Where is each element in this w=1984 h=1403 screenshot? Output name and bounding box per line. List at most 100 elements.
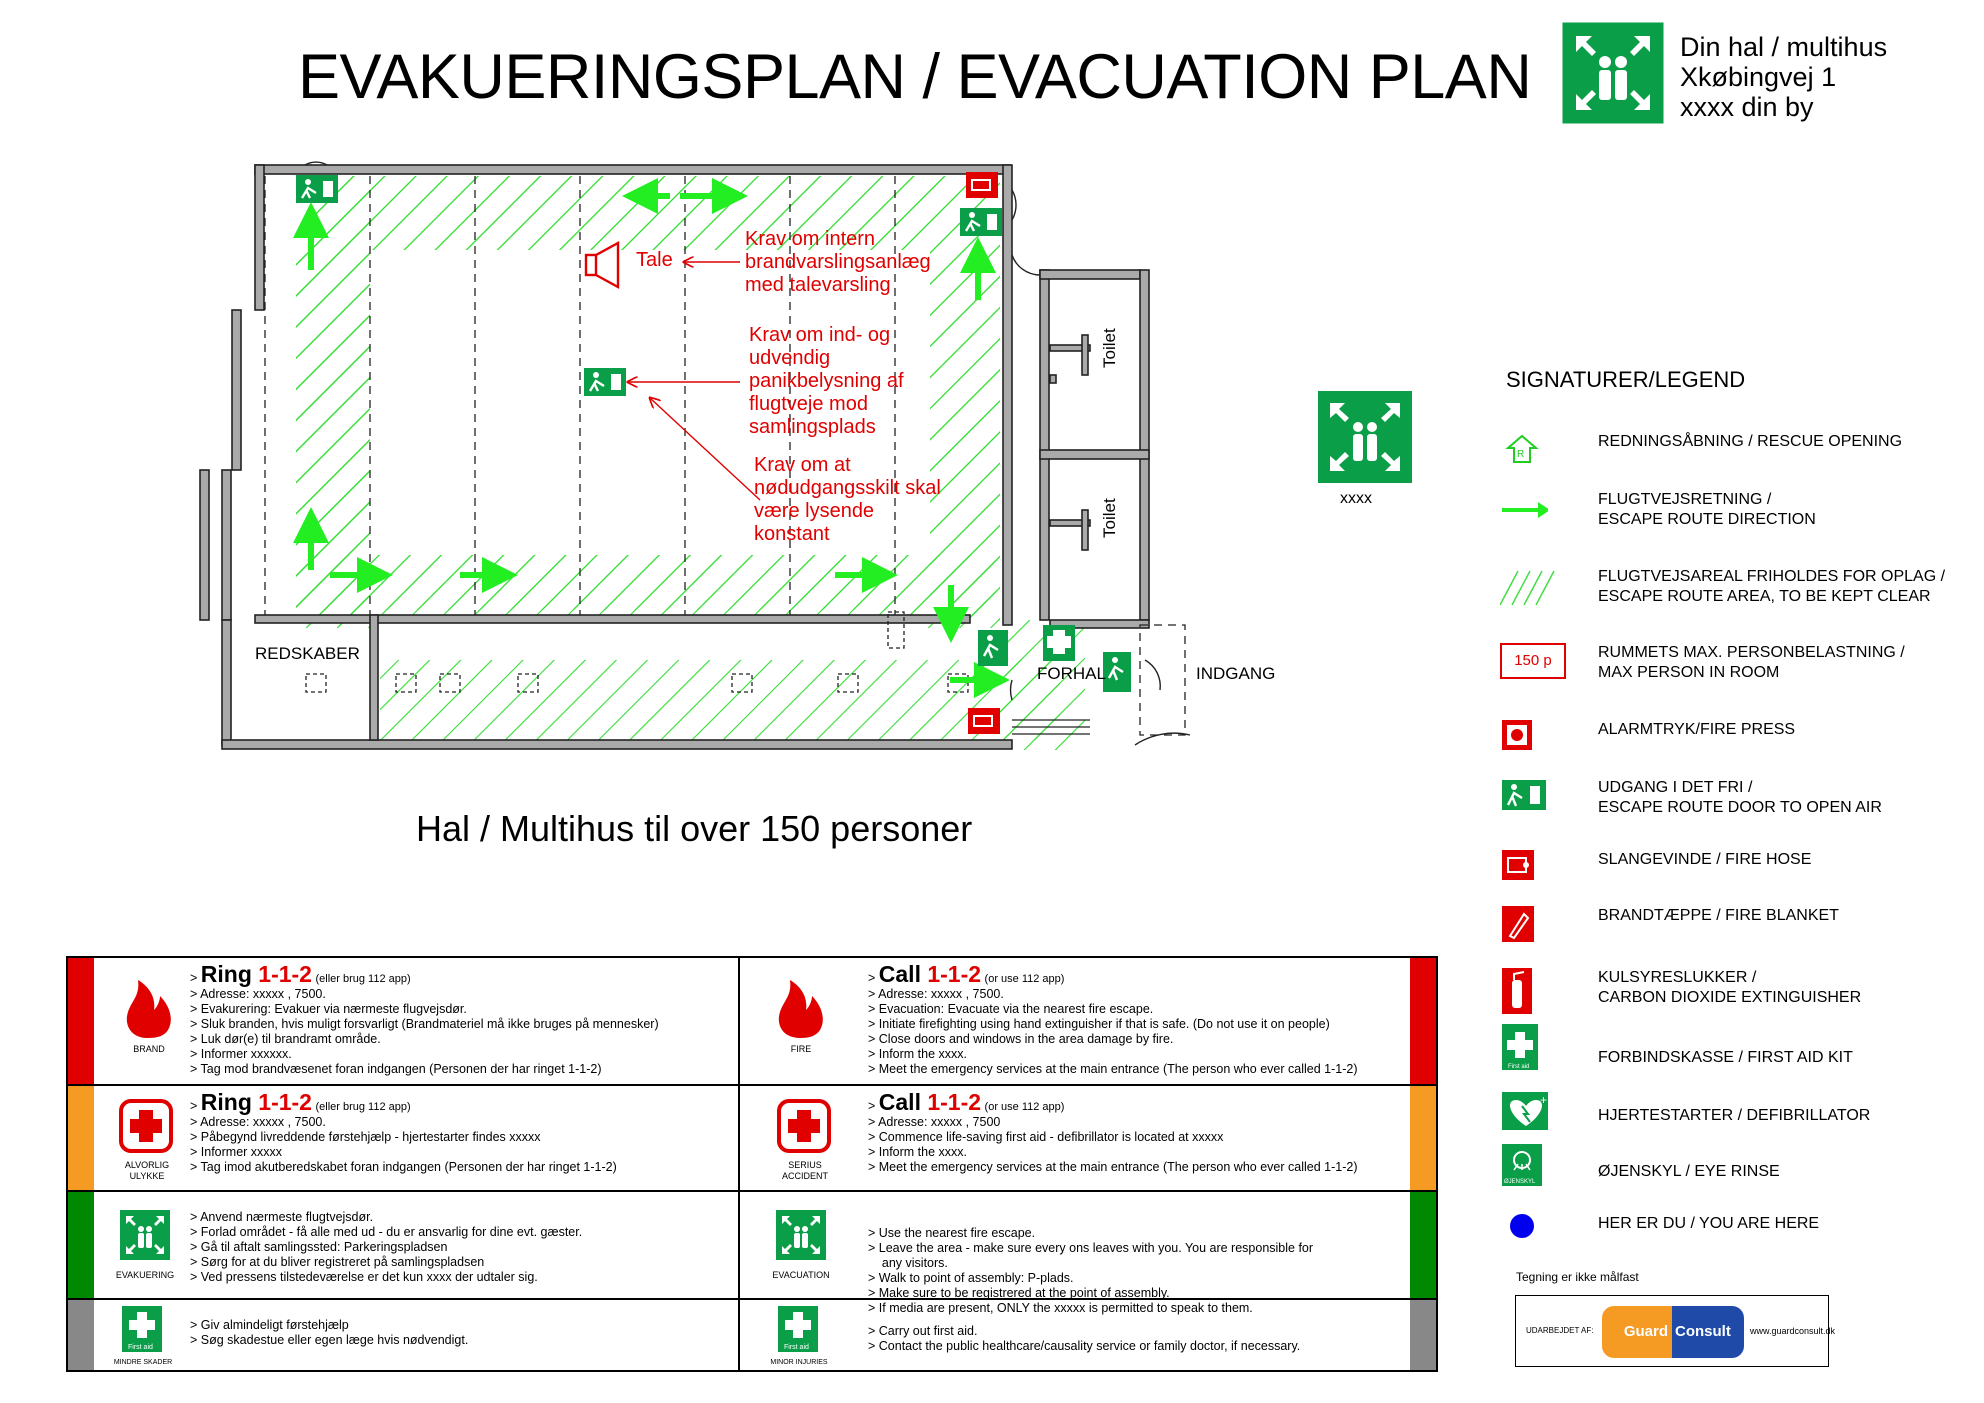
- legend-item: SLANGEVINDE / FIRE HOSE: [1500, 850, 1980, 900]
- icon-label: FIRE: [790, 1044, 812, 1054]
- fire-row: BRAND > Ring 1-1-2 (eller brug 112 app) …: [68, 958, 1436, 1086]
- fire-blanket-icon: [1502, 906, 1534, 942]
- legend-item: ALARMTRYK/FIRE PRESS: [1500, 720, 1980, 770]
- eye-rinse-icon: ØJENSKYL: [1502, 1144, 1542, 1186]
- fire-hose-icon: [966, 172, 998, 198]
- evacuation-row: EVAKUERING > Anvend nærmeste flugtvejsdø…: [68, 1192, 1436, 1315]
- icon-label: EVACUATION: [772, 1270, 830, 1280]
- legend-item: KULSYRESLUKKER / CARBON DIOXIDE EXTINGUI…: [1500, 968, 1980, 1018]
- legend-item: + HJERTESTARTER / DEFIBRILLATOR: [1500, 1092, 1980, 1142]
- defibrillator-icon: +: [1502, 1092, 1548, 1130]
- logo-part-a: Guard: [1602, 1306, 1672, 1358]
- escape-arrows: [293, 178, 1010, 698]
- room-label: FORHAL: [1037, 664, 1106, 683]
- color-bar: [68, 958, 94, 1084]
- first-aid-icon: [1043, 625, 1075, 661]
- room-label: REDSKABER: [255, 644, 360, 663]
- danish-cell: BRAND > Ring 1-1-2 (eller brug 112 app) …: [68, 958, 740, 1084]
- legend-text: HJERTESTARTER / DEFIBRILLATOR: [1598, 1107, 1871, 1124]
- svg-text:ØJENSKYL: ØJENSKYL: [1504, 1179, 1536, 1185]
- assembly-point-icon: [1318, 391, 1412, 483]
- instruction-text: > Ring 1-1-2 (eller brug 112 app) > Adre…: [190, 961, 659, 1076]
- instruction-text: > Anvend nærmeste flugtvejsdør.> Forlad …: [190, 1210, 583, 1284]
- accident-row: ALVORLIG ULYKKE > Ring 1-1-2 (eller brug…: [68, 1086, 1436, 1192]
- color-bar: [68, 1300, 94, 1370]
- icon-label: SERIUS ACCIDENT: [781, 1160, 828, 1181]
- max-person-icon: 150 p: [1500, 643, 1566, 679]
- legend-text: SLANGEVINDE / FIRE HOSE: [1598, 851, 1812, 868]
- fire-alarm-icon: [1502, 720, 1532, 750]
- fire-hose-icon: [968, 708, 1000, 734]
- danish-cell: EVAKUERING > Anvend nærmeste flugtvejsdø…: [68, 1192, 740, 1298]
- exit-door-icon: [978, 630, 1008, 666]
- english-cell: EVACUATION > Use the nearest fire escape…: [740, 1192, 1436, 1315]
- legend-item: First aid FORBINDSKASSE / FIRST AID KIT: [1500, 1024, 1980, 1074]
- legend-text: KULSYRESLUKKER / CARBON DIOXIDE EXTINGUI…: [1598, 969, 1862, 1006]
- website-link[interactable]: www.guardconsult.dk: [1750, 1326, 1836, 1336]
- svg-text:R: R: [1517, 449, 1524, 460]
- legend-item: UDGANG I DET FRI / ESCAPE ROUTE DOOR TO …: [1500, 778, 1980, 828]
- color-bar: [1410, 1086, 1436, 1190]
- first-aid-icon: First aid: [1502, 1024, 1538, 1070]
- exit-door-icon: [1103, 652, 1131, 692]
- address-block: Din hal / multihus Xkøbingvej 1 xxxx din…: [1680, 32, 1887, 122]
- icon-label: MINOR INJURIES: [770, 1359, 828, 1366]
- annotation-note: Krav om at nødudgangsskilt skal være lys…: [754, 454, 941, 545]
- emergency-instructions-table: BRAND > Ring 1-1-2 (eller brug 112 app) …: [66, 956, 1438, 1372]
- legend-text: FORBINDSKASSE / FIRST AID KIT: [1598, 1049, 1853, 1066]
- minor-injuries-row: First aid MINDRE SKADER > Giv almindelig…: [68, 1300, 1436, 1370]
- danish-cell: ALVORLIG ULYKKE > Ring 1-1-2 (eller brug…: [68, 1086, 740, 1190]
- room-label: INDGANG: [1196, 664, 1276, 683]
- hatch-icon: [1500, 570, 1555, 606]
- icon-label: ALVORLIG ULYKKE: [124, 1160, 170, 1181]
- tale-label: Tale: [636, 249, 673, 271]
- legend-text: REDNINGSÅBNING / RESCUE OPENING: [1598, 433, 1903, 450]
- legend-text: ALARMTRYK/FIRE PRESS: [1598, 721, 1796, 738]
- legend-item: 150 p RUMMETS MAX. PERSONBELASTNING / MA…: [1500, 643, 1980, 693]
- color-bar: [1410, 1300, 1436, 1370]
- fire-icon: [778, 980, 823, 1038]
- instruction-text: > Carry out first aid.> Contact the publ…: [868, 1324, 1301, 1353]
- danish-cell: First aid MINDRE SKADER > Giv almindelig…: [68, 1300, 740, 1370]
- extinguisher-icon: [1502, 968, 1532, 1014]
- legend-item: FLUGTVEJSRETNING / ESCAPE ROUTE DIRECTIO…: [1500, 490, 1980, 540]
- exit-door-icon: [960, 208, 1002, 236]
- english-cell: FIRE > Call 1-1-2 (or use 112 app) > Adr…: [740, 958, 1436, 1084]
- legend-text: FLUGTVEJSRETNING / ESCAPE ROUTE DIRECTIO…: [1598, 491, 1816, 528]
- fire-hose-icon: [1502, 850, 1534, 880]
- exit-door-icon: [1502, 780, 1546, 810]
- assembly-point-label: xxxx: [1340, 490, 1372, 507]
- rescue-opening-icon: R: [1505, 434, 1539, 463]
- made-by-label: UDARBEJDET AF:: [1526, 1326, 1594, 1335]
- address-line: xxxx din by: [1680, 92, 1814, 122]
- color-bar: [1410, 958, 1436, 1084]
- legend-item: BRANDTÆPPE / FIRE BLANKET: [1500, 906, 1980, 956]
- assembly-point-icon: [120, 1210, 170, 1260]
- legend-text: UDGANG I DET FRI / ESCAPE ROUTE DOOR TO …: [1598, 779, 1882, 816]
- icon-label: EVAKUERING: [115, 1270, 175, 1280]
- first-aid-icon: First aid: [778, 1306, 818, 1352]
- english-cell: First aid MINOR INJURIES > Carry out fir…: [740, 1300, 1436, 1370]
- icon-label: MINDRE SKADER: [113, 1359, 173, 1366]
- room-label: Toilet: [1100, 328, 1119, 368]
- medical-cross-icon: [119, 1099, 173, 1153]
- legend-text: RUMMETS MAX. PERSONBELASTNING / MAX PERS…: [1598, 644, 1905, 681]
- legend-item: ØJENSKYL ØJENSKYL / EYE RINSE: [1500, 1144, 1980, 1194]
- svg-text:First aid: First aid: [1508, 1064, 1529, 1070]
- svg-text:+: +: [1540, 1093, 1547, 1107]
- svg-text:First aid: First aid: [128, 1344, 153, 1351]
- legend-item: FLUGTVEJSAREAL FRIHOLDES FOR OPLAG / ESC…: [1500, 567, 1980, 617]
- you-are-here-icon: [1510, 1214, 1534, 1238]
- assembly-point-icon: [1562, 22, 1664, 124]
- exit-door-icon: [296, 175, 338, 203]
- color-bar: [1410, 1192, 1436, 1298]
- exit-door-icon: [584, 368, 626, 396]
- maker-box: UDARBEJDET AF: Guard Consult www.guardco…: [1515, 1295, 1835, 1367]
- color-bar: [68, 1086, 94, 1190]
- logo-part-b: Consult: [1672, 1306, 1744, 1358]
- medical-cross-icon: [777, 1099, 831, 1153]
- legend-title: SIGNATURER/LEGEND: [1506, 367, 1746, 392]
- page-title: EVAKUERINGSPLAN / EVACUATION PLAN: [298, 42, 1532, 112]
- annotation-note: Krav om intern brandvarslingsanlæg med t…: [745, 228, 931, 296]
